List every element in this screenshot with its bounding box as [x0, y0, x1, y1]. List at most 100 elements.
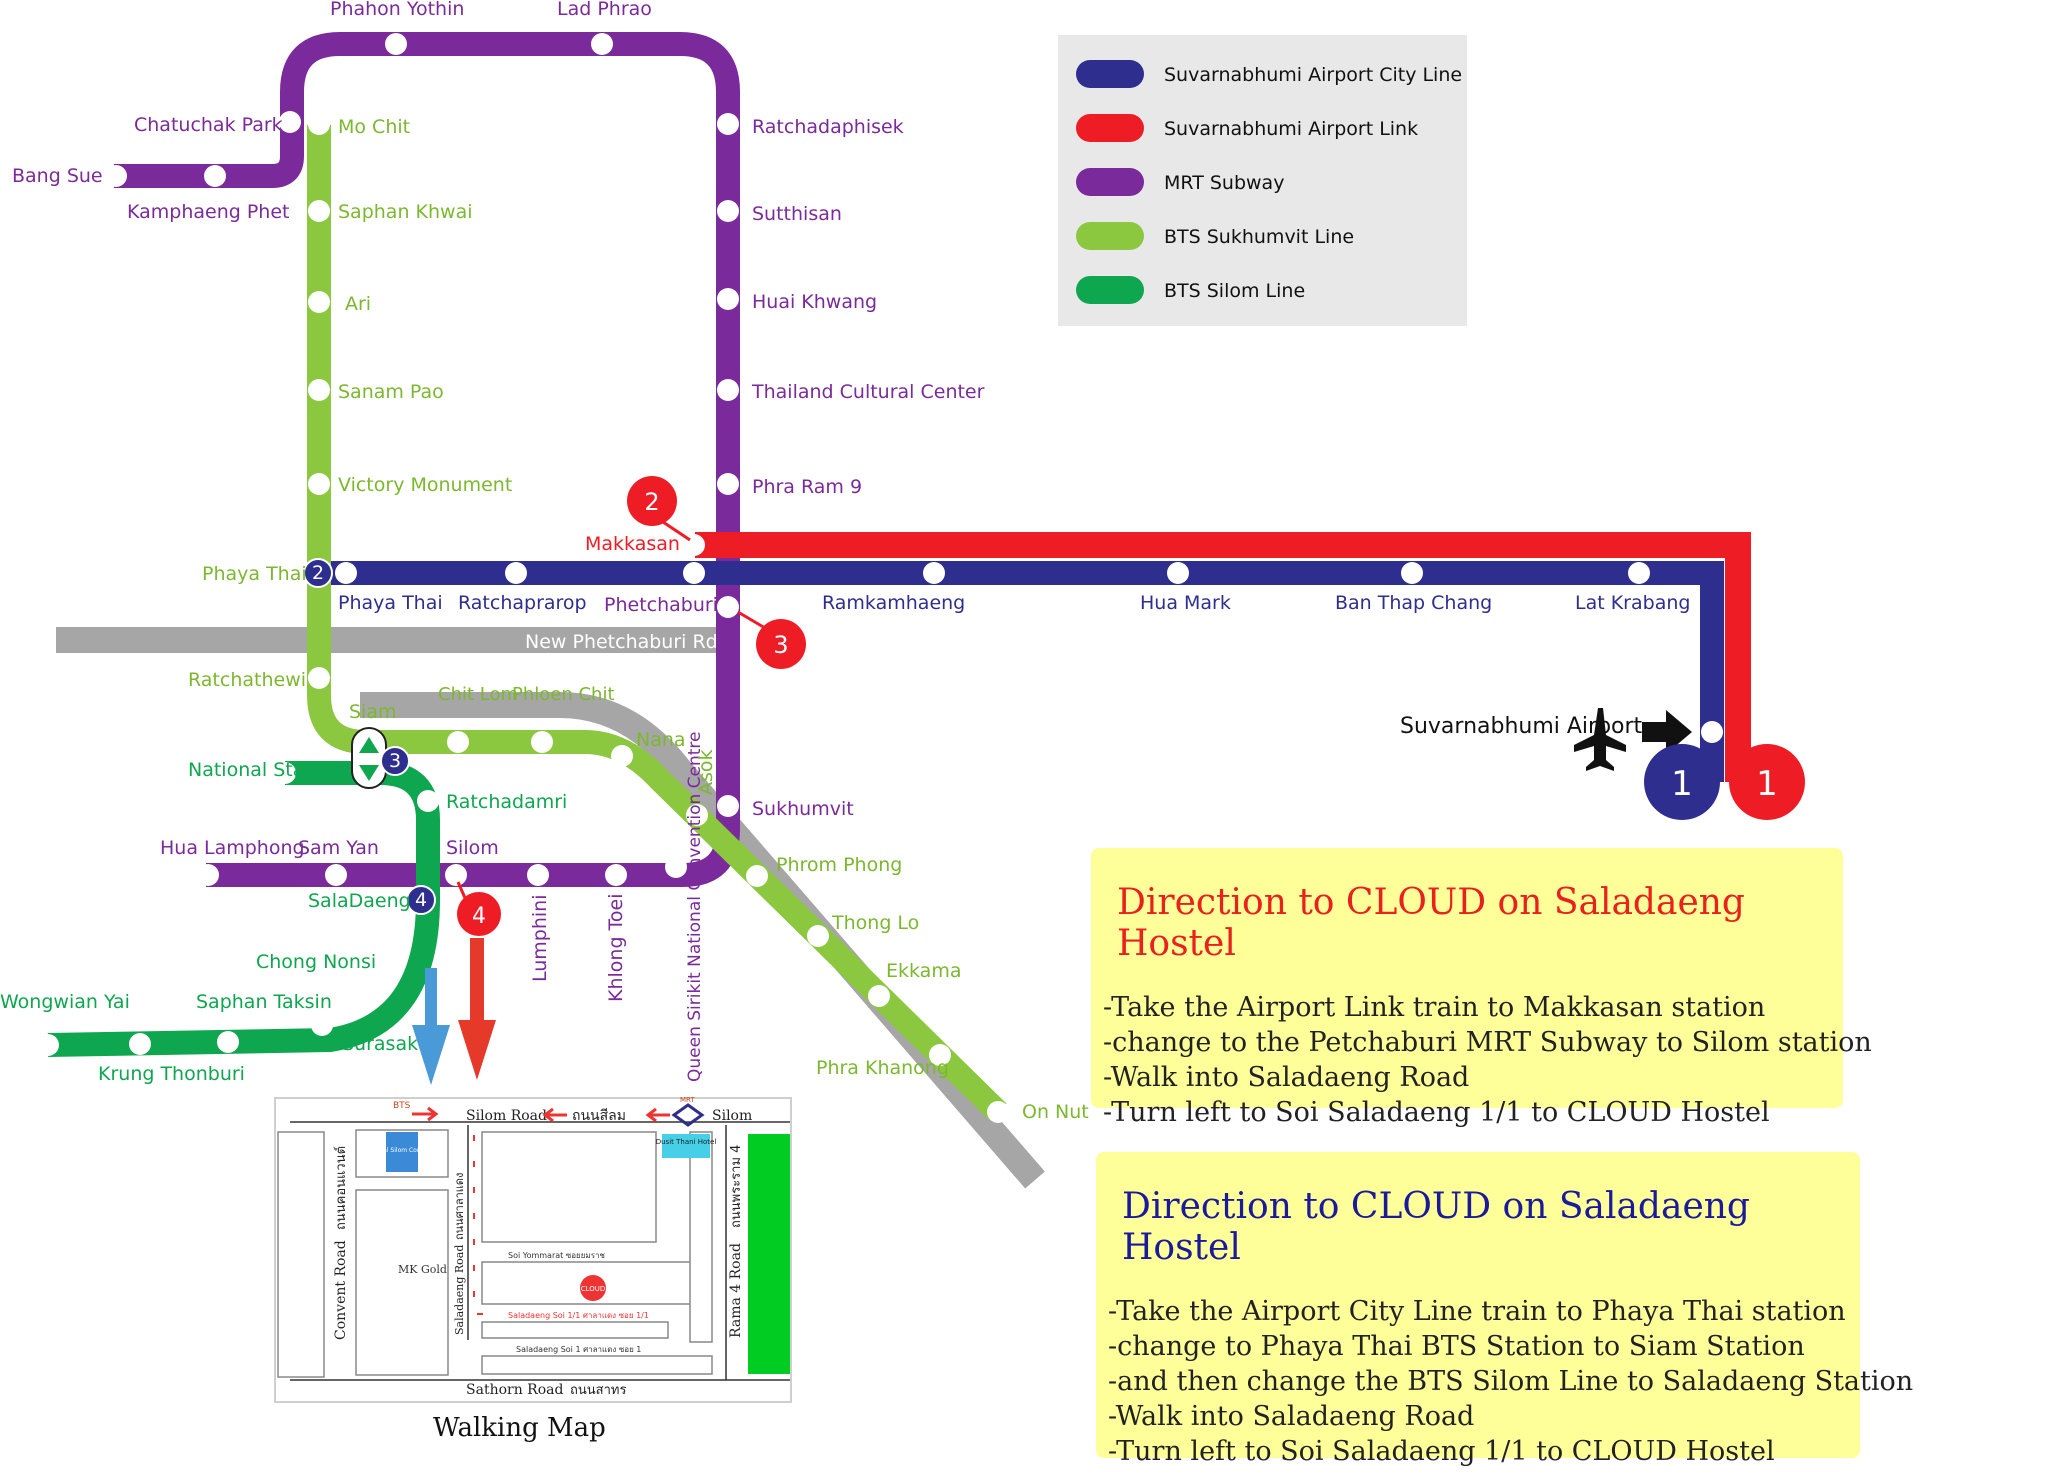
station-dot-ratchaprarop[interactable]: [505, 562, 527, 584]
sukhumvit-road-label: Sukhumvit Rd. (สุขุมวิท): [738, 884, 902, 1063]
station-dot-chit-lom[interactable]: [447, 731, 469, 753]
station-dot-on-nut[interactable]: [987, 1101, 1009, 1123]
station-dot-hua-lamphong[interactable]: [197, 864, 219, 886]
station-dot-hua-mark[interactable]: [1167, 562, 1189, 584]
marker-3-pointer-icon: [737, 610, 766, 630]
station-dot-bang-sue[interactable]: [105, 165, 127, 187]
station-dot-khlong-toei[interactable]: [605, 864, 627, 886]
label-ramkamhaeng: Ramkamhaeng: [822, 592, 965, 614]
legend-swatch-bts-silom: [1076, 276, 1144, 304]
walking-map-park: [748, 1134, 790, 1374]
walking-map-mk-gold: MK Gold: [398, 1263, 447, 1276]
station-dot-phaya-thai-arl[interactable]: [335, 562, 357, 584]
direction-title-city-line: Direction to CLOUD on Saladaeng Hostel: [1122, 1186, 1750, 1268]
label-saphan-khwai: Saphan Khwai: [338, 201, 473, 223]
bts-sukhumvit-line: [307, 125, 1007, 1121]
station-dot-queen-sirikit[interactable]: [665, 856, 687, 878]
station-dot-mo-chit[interactable]: [308, 113, 330, 135]
station-dot-asok[interactable]: [686, 804, 708, 826]
city-line-start-number: 1: [1671, 764, 1693, 804]
bts-down-arrow-icon: [412, 968, 450, 1085]
station-dot-phrom-phong[interactable]: [746, 865, 768, 887]
station-dot-silom-mrt[interactable]: [445, 864, 467, 886]
walking-map-central-silom-label: Central Silom Complex: [367, 1147, 436, 1154]
direction-box-airport-link: Direction to CLOUD on Saladaeng Hostel -…: [1091, 848, 1872, 1128]
station-dot-phetchaburi[interactable]: [717, 596, 739, 618]
station-dot-thong-lo[interactable]: [807, 925, 829, 947]
label-phahon-yothin: Phahon Yothin: [330, 0, 464, 20]
label-national-stadium: National Stadium: [188, 759, 352, 781]
walking-map-silom-station: Silom: [712, 1108, 752, 1124]
direction-title-airport-link: Direction to CLOUD on Saladaeng Hostel: [1117, 882, 1745, 964]
legend-label-city-line: Suvarnabhumi Airport City Line: [1164, 64, 1462, 86]
station-dot-ratchadamri[interactable]: [417, 790, 439, 812]
station-dot-ratchathewi[interactable]: [308, 667, 330, 689]
marker-3-phetchaburi: [756, 619, 806, 669]
label-sanam-pao: Sanam Pao: [338, 381, 444, 403]
walking-map-bts-logo: BTS: [393, 1101, 411, 1111]
station-dot-phra-khanong[interactable]: [929, 1044, 951, 1066]
station-dot-chong-nonsi[interactable]: [379, 955, 401, 977]
interchange-number-siam: 3: [389, 750, 401, 772]
walking-map-central-silom: [386, 1132, 418, 1172]
station-dot-ramkamhaeng[interactable]: [923, 562, 945, 584]
label-nana: Nana: [636, 729, 686, 751]
station-dot-phloen-chit[interactable]: [531, 731, 553, 753]
label-chong-nonsi: Chong Nonsi: [256, 951, 376, 973]
station-dot-kamphaeng-phet[interactable]: [204, 165, 226, 187]
station-dot-sutthisan[interactable]: [717, 200, 739, 222]
station-dot-makkasan-city[interactable]: [683, 562, 705, 584]
walking-map-block-mk: [355, 1189, 449, 1376]
station-dot-suvarnabhumi[interactable]: [1701, 721, 1723, 743]
station-dot-krung-thonburi[interactable]: [129, 1033, 151, 1055]
label-on-nut: On Nut: [1022, 1101, 1089, 1123]
legend-label-mrt: MRT Subway: [1164, 172, 1284, 194]
station-dot-lad-phrao[interactable]: [591, 33, 613, 55]
mrt-labels: Phahon Yothin Lad Phrao Chatuchak Park B…: [12, 0, 985, 1082]
label-bang-sue: Bang Sue: [12, 165, 103, 187]
station-dot-sam-yan[interactable]: [325, 864, 347, 886]
bts-silom-line: [47, 761, 440, 1057]
airport-link-start-marker: [1729, 744, 1805, 820]
city-line: [318, 561, 1724, 782]
walking-map-silom-arrow-icon: [542, 1107, 567, 1123]
label-ban-thap-chang: Ban Thap Chang: [1335, 592, 1492, 614]
station-dot-ratchadaphisek[interactable]: [717, 113, 739, 135]
station-dot-lat-krabang[interactable]: [1628, 562, 1650, 584]
marker-2-makkasan: [627, 476, 677, 526]
label-ratchadaphisek: Ratchadaphisek: [752, 116, 904, 138]
bts-sukhumvit-stations: [308, 113, 1009, 1123]
label-lad-phrao: Lad Phrao: [557, 0, 652, 20]
label-victory-monument: Victory Monument: [338, 474, 512, 496]
station-dot-sukhumvit[interactable]: [717, 795, 739, 817]
station-dot-national-stadium[interactable]: [274, 762, 296, 784]
marker-4-number: 4: [472, 904, 486, 929]
station-dot-saphan-khwai[interactable]: [308, 200, 330, 222]
station-dot-phahon-yothin[interactable]: [385, 33, 407, 55]
label-thong-lo: Thong Lo: [831, 912, 919, 934]
station-dot-surasak[interactable]: [311, 1014, 333, 1036]
station-dot-ari[interactable]: [308, 291, 330, 313]
station-dot-ekkama[interactable]: [868, 985, 890, 1007]
station-dot-lumphini[interactable]: [527, 864, 549, 886]
station-dot-chatuchak-park[interactable]: [279, 111, 301, 133]
label-silom: Silom: [446, 837, 499, 859]
station-dot-saphan-taksin[interactable]: [217, 1031, 239, 1053]
marker-4-silom: [457, 892, 501, 936]
station-dot-nana[interactable]: [611, 745, 633, 767]
label-phrom-phong: Phrom Phong: [776, 854, 902, 876]
direction-step: -and then change the BTS Silom Line to S…: [1108, 1366, 1914, 1397]
station-dot-phra-ram-9[interactable]: [717, 473, 739, 495]
station-dot-sanam-pao[interactable]: [308, 379, 330, 401]
marker-4-pointer-icon: [456, 881, 467, 899]
marker-2-pointer-icon: [659, 518, 691, 542]
label-hua-lamphong-2: Hua Lamphong: [160, 837, 305, 859]
station-dot-huai-khwang[interactable]: [717, 288, 739, 310]
bts-sukhumvit-labels: Mo Chit Saphan Khwai Ari Sanam Pao Victo…: [188, 116, 1089, 1123]
station-dot-wongwian-yai[interactable]: [37, 1034, 59, 1056]
station-dot-thailand-cultural-center[interactable]: [717, 379, 739, 401]
label-phaya-thai-bts: Phaya Thai: [202, 563, 307, 585]
station-dot-victory-monument[interactable]: [308, 473, 330, 495]
station-dot-ban-thap-chang[interactable]: [1401, 562, 1423, 584]
legend-swatch-mrt: [1076, 168, 1144, 196]
